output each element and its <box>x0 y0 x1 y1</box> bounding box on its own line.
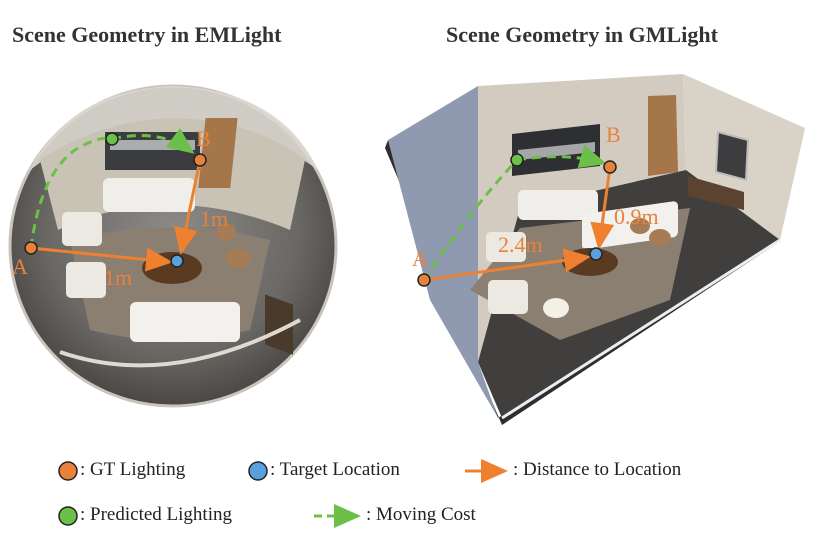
legend-distance-label: : Distance to Location <box>513 459 682 480</box>
right-target-location <box>589 247 603 261</box>
legend-gt-lighting-icon <box>58 461 78 481</box>
left-gt-lighting-a <box>24 241 38 255</box>
left-label-b: B <box>196 126 211 151</box>
left-distance-b-label: 1m <box>200 206 228 231</box>
left-predicted-lighting <box>105 132 119 146</box>
legend-predicted-lighting-icon <box>58 506 78 526</box>
legend-target-location-icon <box>248 461 268 481</box>
right-distance-arrow-b <box>590 166 615 250</box>
right-label-b: B <box>606 122 621 147</box>
right-gt-lighting-a <box>417 273 431 287</box>
right-label-a: A <box>412 246 428 271</box>
legend-moving-cost-label: : Moving Cost <box>366 504 476 525</box>
legend-predicted-lighting-label: : Predicted Lighting <box>80 504 232 525</box>
left-label-a: A <box>12 254 28 279</box>
left-gt-lighting-b <box>193 153 207 167</box>
left-moving-cost-path <box>29 128 195 249</box>
right-gt-lighting-b <box>603 160 617 174</box>
right-predicted-lighting <box>510 153 524 167</box>
left-distance-a-label: 1m <box>104 265 132 290</box>
right-distance-arrow-a <box>423 248 591 282</box>
left-target-location <box>170 254 184 268</box>
emlight-sphere <box>8 84 338 408</box>
right-panel-title: Scene Geometry in GMLight <box>446 22 718 47</box>
legend-gt-lighting-label: : GT Lighting <box>80 459 186 480</box>
right-moving-cost-path <box>422 144 607 281</box>
left-panel-title: Scene Geometry in EMLight <box>12 22 282 47</box>
legend-target-location-label: : Target Location <box>270 459 400 480</box>
left-distance-arrow-a <box>30 246 173 272</box>
right-distance-a-label: 2.4m <box>498 232 543 257</box>
right-distance-b-label: 0.9m <box>614 204 659 229</box>
left-distance-arrow-b <box>174 159 202 255</box>
